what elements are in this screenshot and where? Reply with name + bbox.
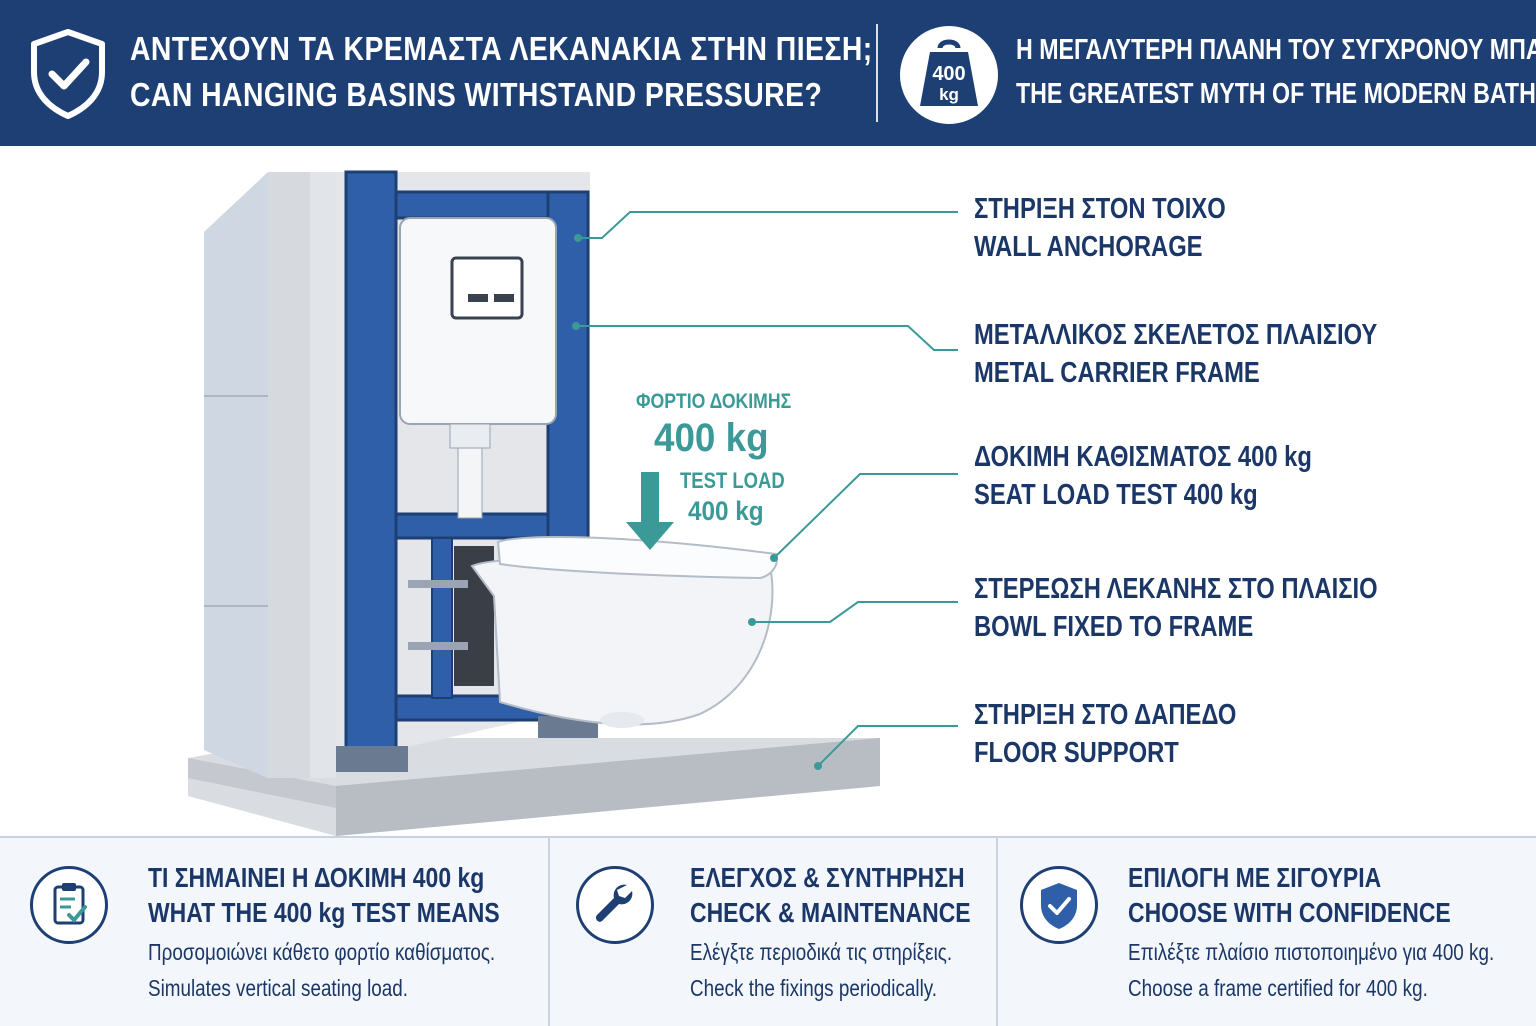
load-arrow [641, 472, 659, 524]
myth-title-greek: Η ΜΕΓΑΛΥΤΕΡΗ ΠΛΑΝΗ ΤΟΥ ΣΥΓΧΡΟΝΟΥ ΜΠΑΝΙΟΥ [1016, 34, 1536, 66]
fixing-bolt [408, 642, 468, 650]
concealed-cistern [399, 217, 557, 425]
header-banner: ΑΝΤΕΧΟΥΝ ΤΑ ΚΡΕΜΑΣΤΑ ΛΕΚΑΝΑΚΙΑ ΣΤΗΝ ΠΙΕΣ… [0, 0, 1536, 146]
test-load-value-greek: 400 kg [654, 416, 769, 460]
test-load-value-english: 400 kg [688, 496, 764, 526]
weight-icon: 400 kg [920, 39, 978, 106]
panel-text: Επιλέξτε πλαίσιο πιστοποιημένο για 400 k… [1128, 939, 1495, 1001]
panel-divider [996, 838, 998, 1026]
frame-foot-left [336, 746, 408, 772]
shield-check-icon [31, 29, 105, 119]
page-title-english: CAN HANGING BASINS WITHSTAND PRESSURE? [130, 76, 823, 113]
header-divider [876, 24, 878, 122]
wrench-icon [576, 866, 654, 944]
myth-title-english: THE GREATEST MYTH OF THE MODERN BATHROOM [1016, 78, 1536, 110]
page-title-greek: ΑΝΤΕΧΟΥΝ ΤΑ ΚΡΕΜΑΣΤΑ ΛΕΚΑΝΑΚΙΑ ΣΤΗΝ ΠΙΕΣ… [130, 30, 873, 67]
toilet-seat [496, 536, 778, 580]
fixing-bolt [408, 580, 468, 588]
test-load-label-greek: ΦΟΡΤΙΟ ΔΟΚΙΜΗΣ [636, 390, 792, 413]
flush-plate [450, 256, 524, 320]
badge-value: 400 [932, 63, 965, 85]
panel-text: Ελέγξτε περιοδικά τις στηρίξεις.Check th… [690, 939, 953, 1001]
weight-badge: 400 kg [900, 26, 998, 124]
panel-divider [548, 838, 550, 1026]
leader-lines [572, 211, 958, 770]
test-load-label-english: TEST LOAD [680, 468, 785, 493]
frame-left-post [344, 170, 398, 772]
toilet-bowl [470, 557, 774, 726]
shield-check-icon [1020, 866, 1098, 944]
panel-text: Προσομοιώνει κάθετο φορτίο καθίσματος.Si… [148, 939, 496, 1001]
toilet-frame-diagram: ΦΟΡΤΙΟ ΔΟΚΙΜΗΣ 400 kg TEST LOAD 400 kg Σ… [0, 146, 1536, 836]
installation-illustration [188, 170, 958, 836]
badge-unit: kg [939, 85, 959, 104]
clipboard-check-icon [30, 866, 108, 944]
